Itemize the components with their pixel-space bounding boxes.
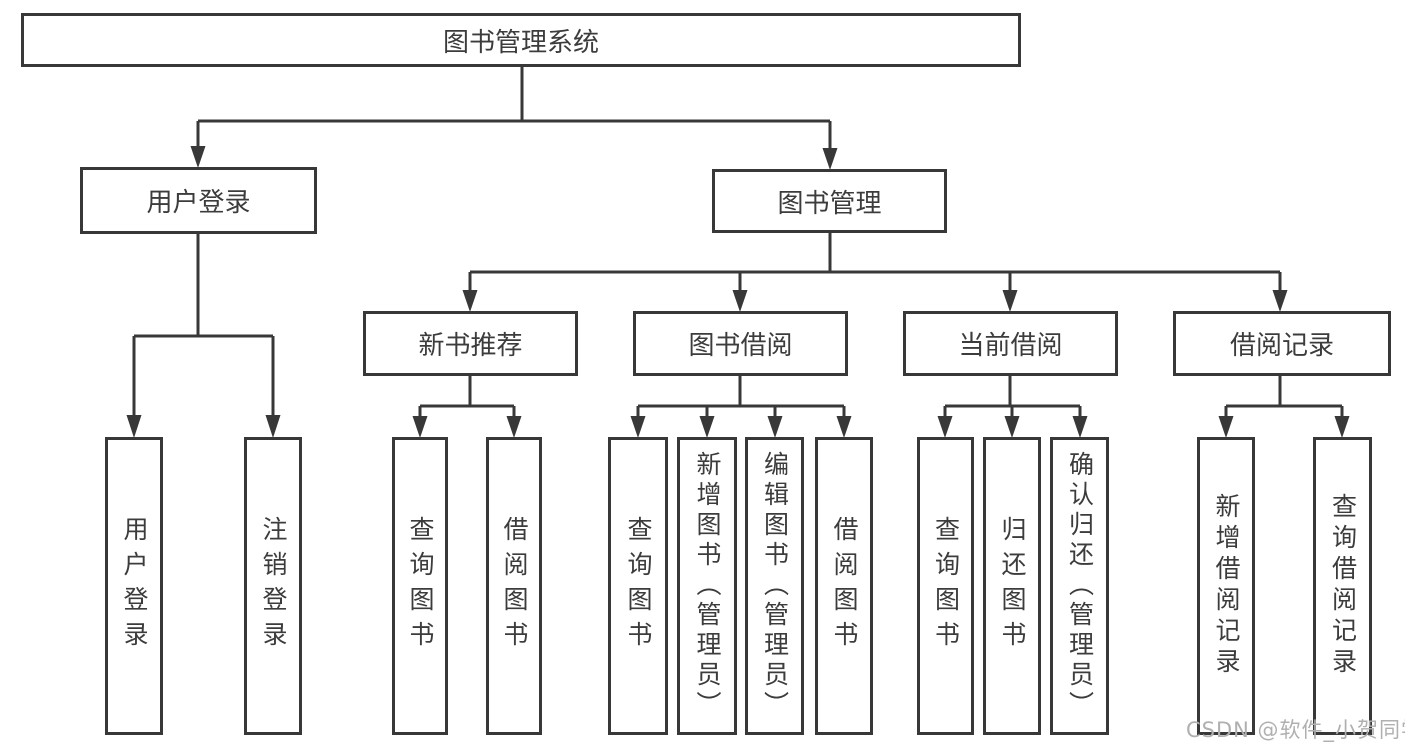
node-root: 图书管理系统 — [21, 13, 1021, 67]
leaf-query-books-newbook: 查询图书 — [392, 437, 448, 735]
leaf-query-books-bookborrow: 查询图书 — [608, 437, 668, 735]
leaf-query-books-current: 查询图书 — [917, 437, 974, 735]
node-new-book-recommend: 新书推荐 — [363, 311, 578, 376]
node-current-borrow: 当前借阅 — [903, 311, 1118, 376]
leaf-logout: 注销登录 — [244, 437, 302, 735]
connector-lines — [132, 67, 1344, 418]
leaf-edit-book-admin: 编辑图书（管理员） — [745, 437, 804, 735]
leaf-user-login: 用户登录 — [105, 437, 163, 735]
node-user-login: 用户登录 — [80, 167, 317, 234]
watermark-text: CSDN @软件_小贺同学 — [1186, 718, 1405, 742]
node-borrow-record: 借阅记录 — [1173, 311, 1391, 376]
leaf-add-book-admin: 新增图书（管理员） — [677, 437, 737, 735]
leaf-return-books: 归还图书 — [983, 437, 1041, 735]
leaf-add-borrow-record: 新增借阅记录 — [1197, 437, 1255, 735]
arrowheads — [126, 146, 1350, 438]
leaf-borrow-books-bookborrow: 借阅图书 — [815, 437, 873, 735]
leaf-borrow-books-newbook: 借阅图书 — [486, 437, 542, 735]
node-book-borrow: 图书借阅 — [633, 311, 848, 376]
leaf-query-borrow-record: 查询借阅记录 — [1313, 437, 1372, 735]
leaf-confirm-return-admin: 确认归还（管理员） — [1050, 437, 1109, 735]
node-book-management: 图书管理 — [712, 169, 947, 233]
